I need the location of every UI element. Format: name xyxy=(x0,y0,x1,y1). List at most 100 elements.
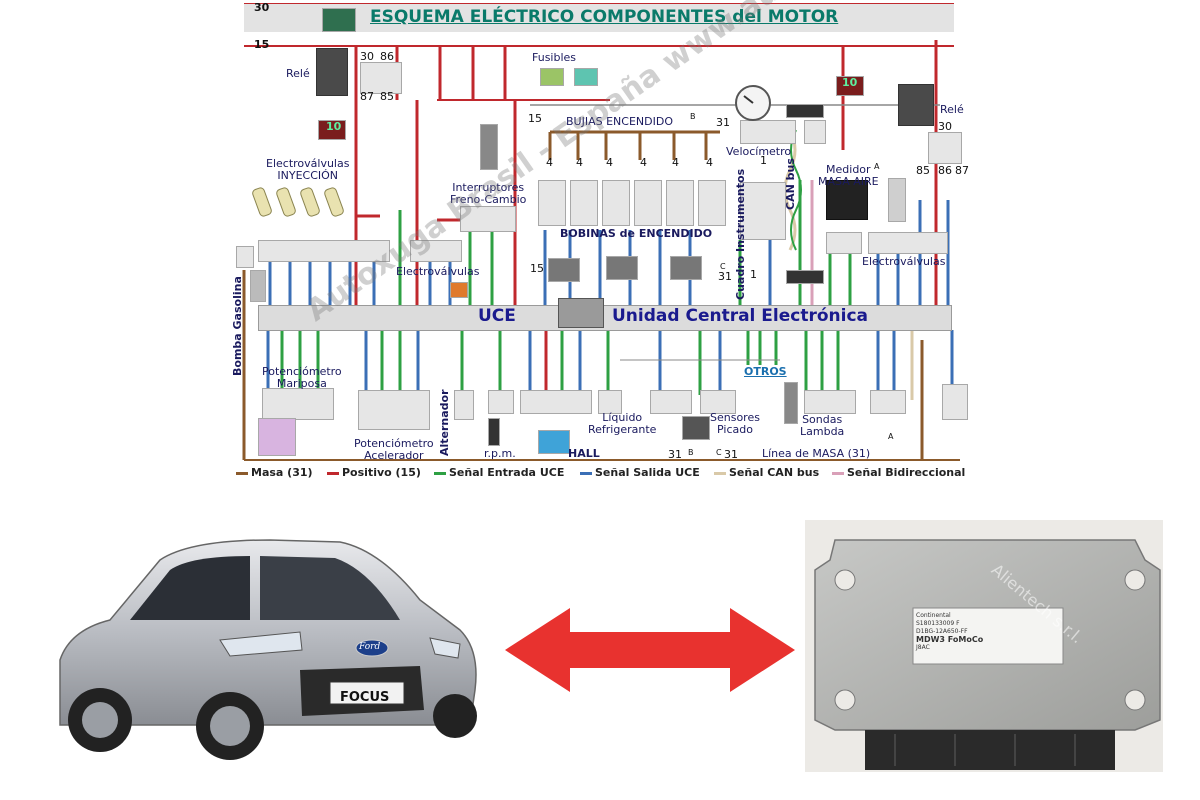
terminal-85-left: 85 xyxy=(380,90,394,103)
label-potenciometro-mariposa: Potenciómetro Mariposa xyxy=(262,365,342,390)
terminal-31-bujias: 31 xyxy=(716,116,730,129)
label-fusibles: Fusibles xyxy=(532,51,577,64)
label-rele-right: Relé xyxy=(940,103,964,116)
label-potenciometro-acelerador: Potenciómetro Acelerador xyxy=(354,437,434,462)
label-liquido-refrigerante: Líquido Refrigerante xyxy=(588,411,657,436)
electrovalvulas-center-box xyxy=(410,240,462,262)
spark-4-1: 4 xyxy=(546,156,553,169)
legend-entrada: Señal Entrada UCE xyxy=(434,466,564,479)
relay-left-icon xyxy=(316,48,348,96)
ecu-label-line: S180133009 F xyxy=(916,620,960,627)
brake-switch-box xyxy=(460,206,516,232)
fuel-pump-box xyxy=(236,246,254,268)
legend-bidireccional: Señal Bidireccional xyxy=(832,466,965,479)
terminal-87-left: 87 xyxy=(360,90,374,103)
diagram-title: ESQUEMA ELÉCTRICO COMPONENTES del MOTOR xyxy=(370,7,839,27)
fuse-green-icon xyxy=(540,68,564,86)
fuse-10-left-icon xyxy=(318,120,346,140)
label-rpm: r.p.m. xyxy=(484,447,516,460)
title-bar xyxy=(244,4,954,32)
maf-box xyxy=(826,232,862,254)
knock-sensor-icon xyxy=(682,416,710,440)
coil-icon-3 xyxy=(670,256,702,280)
car-badge: FOCUS xyxy=(340,690,390,705)
terminal-85-right: 85 xyxy=(916,164,930,177)
can-connector-icon xyxy=(786,104,824,118)
accelerator-box xyxy=(358,390,430,430)
terminal-1-top: 1 xyxy=(760,154,767,167)
spark-4-4: 4 xyxy=(640,156,647,169)
terminal-a-bottom: A xyxy=(888,432,894,441)
terminal-31-bottom-left: 31 xyxy=(668,448,682,461)
legend-masa: Masa (31) xyxy=(236,466,313,479)
uce-long-label: Unidad Central Electrónica xyxy=(612,306,869,326)
ecu-label-line: J8AC xyxy=(916,644,930,651)
label-electrovalvulas-center: Electroválvulas xyxy=(396,265,480,278)
injectors-icon xyxy=(252,187,344,217)
coolant-box xyxy=(598,390,622,414)
terminal-a-top: A xyxy=(874,162,880,171)
relay-switch-box xyxy=(360,62,402,94)
alternator-box xyxy=(454,390,474,420)
terminal-30-right: 30 xyxy=(938,120,952,133)
terminal-15-bujias: 15 xyxy=(528,112,542,125)
terminal-b-bottom: B xyxy=(688,448,694,457)
legend-salida: Señal Salida UCE xyxy=(580,466,700,479)
fuel-pump-icon xyxy=(250,270,266,302)
solenoid-icon xyxy=(888,178,906,222)
terminal-31-coils: 31 xyxy=(718,270,732,283)
label-sondas-lambda: Sondas Lambda xyxy=(800,413,845,438)
electrovalvulas-right-box xyxy=(868,232,948,254)
motor-box-right xyxy=(942,384,968,420)
label-bobinas: BOBINAS de ENCENDIDO xyxy=(560,227,713,240)
label-electrovalvulas-inyeccion: Electroválvulas INYECCIÓN xyxy=(266,157,350,182)
injector-driver-box xyxy=(258,240,390,262)
brake-switch-icon xyxy=(480,124,498,170)
valve-orange-icon xyxy=(450,282,468,298)
label-electrovalvulas-right: Electroválvulas xyxy=(862,255,946,268)
coil-icon-1 xyxy=(548,258,580,282)
double-arrow-icon xyxy=(505,608,795,692)
wiring-lines xyxy=(242,3,960,461)
label-velocimetro: Velocímetro xyxy=(726,145,792,158)
label-bomba-gasolina: Bomba Gasolina xyxy=(231,276,244,376)
fuse-teal-icon xyxy=(574,68,598,86)
label-alternador: Alternador xyxy=(438,389,451,456)
fuse-10-right-icon xyxy=(836,76,864,96)
ecu-label-line: Continental xyxy=(916,612,951,619)
ford-focus-car-image xyxy=(59,539,477,760)
label-otros: OTROS xyxy=(744,365,787,378)
label-fuse-10-right: 10 xyxy=(842,76,858,89)
ecu-label-line: D1BG-12A650-FF xyxy=(916,628,968,635)
terminal-30-left: 30 xyxy=(360,50,374,63)
label-bujias: BUJIAS ENCENDIDO xyxy=(566,115,673,128)
label-fuse-10-left: 10 xyxy=(326,120,342,133)
terminal-1-bottom: 1 xyxy=(750,268,757,281)
label-medidor-masa: Medidor MASA AIRE xyxy=(818,163,879,188)
can-connector-bottom-icon xyxy=(786,270,824,284)
relay-right-icon xyxy=(898,84,934,126)
knock-box-2 xyxy=(700,390,736,414)
spark-4-2: 4 xyxy=(576,156,583,169)
uce-bar xyxy=(258,305,952,331)
can-box xyxy=(804,120,826,144)
throttle-box xyxy=(262,388,334,420)
uce-short-label: UCE xyxy=(478,306,516,326)
lambda-probe-icon xyxy=(784,382,798,424)
terminal-31-bottom-right: 31 xyxy=(724,448,738,461)
relay-right-switch-box xyxy=(928,132,962,164)
speedometer-box xyxy=(740,120,796,144)
ecu-small-icon xyxy=(558,298,604,328)
spark-4-5: 4 xyxy=(672,156,679,169)
legend-can: Señal CAN bus xyxy=(714,466,819,479)
hall-sensor-icon xyxy=(538,430,570,454)
coil-boxes xyxy=(538,180,728,226)
instrument-cluster-box xyxy=(740,182,786,240)
throttle-body-icon xyxy=(258,418,296,456)
coil-icon-2 xyxy=(606,256,638,280)
rpm-box xyxy=(488,390,514,414)
label-can-bus: CAN bus xyxy=(784,158,797,210)
terminal-c-coils: C xyxy=(720,262,726,271)
label-linea-masa: Línea de MASA (31) xyxy=(762,447,871,460)
speedometer-icon xyxy=(735,85,771,121)
